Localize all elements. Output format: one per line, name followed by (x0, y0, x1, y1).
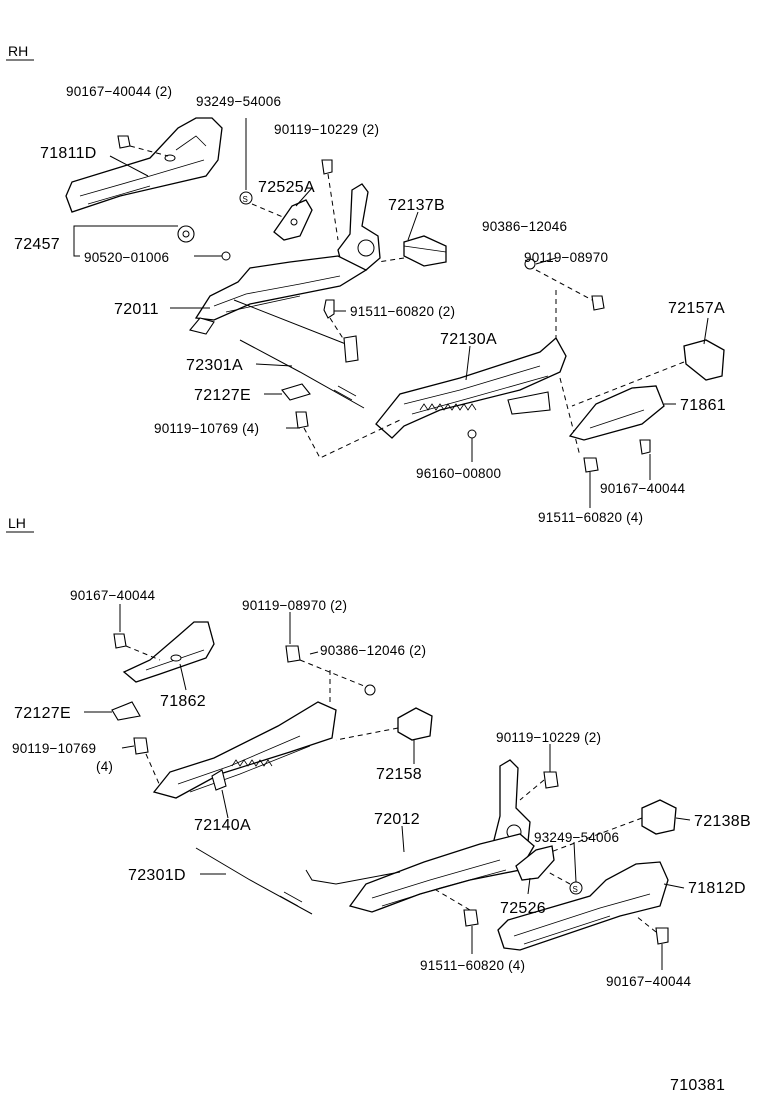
rh-bracket-72157a (683, 339, 725, 381)
rh-rod (233, 299, 357, 349)
label-90167-40044: 90167−40044 (600, 481, 685, 496)
label-91511-60820-4: 91511−60820 (4) (538, 510, 643, 525)
rh-cable-72301a (239, 339, 365, 409)
label-71811d: 71811D (40, 145, 97, 162)
rh-labels: 90167−40044 (2) 93249−54006 90119−10229 … (14, 84, 726, 525)
rh-outer-cover-71811d (65, 117, 223, 213)
label-72157a: 72157A (668, 300, 725, 317)
label-lh-72127e: 72127E (14, 705, 71, 722)
rh-washer-96160 (467, 429, 477, 439)
section-label-rh: RH (8, 43, 28, 59)
lh-lower-track-72140a (152, 701, 337, 799)
lh-nut-90386 (364, 684, 376, 696)
svg-text:S: S (243, 195, 248, 204)
label-72011: 72011 (114, 301, 159, 318)
label-96160-00800: 96160−00800 (416, 466, 501, 481)
label-lh-90119-10229-2: 90119−10229 (2) (496, 730, 601, 745)
rh-bolt-90119-10769 (295, 411, 309, 429)
lh-bracket-72138b (641, 799, 677, 835)
rh-bolt-90119-08970 (591, 295, 605, 311)
label-lh-90167-40044-a: 90167−40044 (70, 588, 155, 603)
rh-nut-90386 (524, 258, 536, 270)
lh-cover-71812d (497, 861, 669, 951)
label-90119-10229-2: 90119−10229 (2) (274, 122, 379, 137)
rh-leaders (73, 155, 709, 508)
lh-cover-71862 (122, 621, 215, 683)
rh-inner-cover-71861 (568, 385, 665, 441)
label-91511-60820-2: 91511−60820 (2) (350, 304, 455, 319)
lh-knob-72526 (515, 845, 555, 881)
label-90520-01006: 90520−01006 (84, 250, 169, 265)
label-lh-90119-08970-2: 90119−08970 (2) (242, 598, 347, 613)
svg-text:S: S (573, 885, 578, 894)
label-lh-90386-12046-2: 90386−12046 (2) (320, 643, 426, 658)
label-lh-91511-60820-4: 91511−60820 (4) (420, 958, 525, 973)
lh-clip-72127e (111, 701, 141, 721)
rh-clip-90520 (221, 251, 231, 261)
label-72127e: 72127E (194, 387, 251, 404)
label-lh-71812d: 71812D (688, 880, 746, 897)
label-72457: 72457 (14, 236, 60, 253)
label-93249-54006: 93249−54006 (196, 94, 281, 109)
rh-bolt-90167-b (639, 439, 651, 455)
label-lh-72140a: 72140A (194, 817, 251, 834)
lh-handle-bar (305, 869, 401, 885)
section-label-lh: LH (8, 515, 26, 531)
label-90119-10769-4: 90119−10769 (4) (154, 421, 259, 436)
lh-bolt-90167-b (655, 927, 669, 945)
lh-bolt-90119-10769 (133, 737, 149, 755)
figure-id: 710381 (670, 1077, 725, 1094)
rh-bracket-72137b (403, 235, 447, 267)
label-lh-qty-4: (4) (96, 759, 113, 774)
label-72137b: 72137B (388, 197, 445, 214)
label-lh-90167-40044-b: 90167−40044 (606, 974, 691, 989)
lh-bolt-90119-08970 (285, 645, 301, 663)
lh-bolt-91511-4 (463, 909, 479, 927)
rh-recliner-arm (337, 183, 381, 271)
rh-seat-track-72011 (194, 255, 368, 321)
label-90167-40044-2: 90167−40044 (2) (66, 84, 172, 99)
lh-bolt-90167-a (113, 633, 127, 649)
rh-spacer-93249 (239, 191, 253, 205)
lh-bracket-72158 (397, 707, 433, 741)
rh-illustration: S (65, 117, 725, 473)
label-lh-71862: 71862 (160, 693, 206, 710)
lh-labels: 90167−40044 90119−08970 (2) 90386−12046 … (12, 588, 751, 989)
lh-leaders (84, 604, 691, 970)
label-71861: 71861 (680, 397, 726, 414)
label-90386-12046: 90386−12046 (482, 219, 567, 234)
label-72130a: 72130A (440, 331, 497, 348)
rh-bolt-91511-4 (583, 457, 599, 473)
rh-bolt-90119-10229 (321, 159, 333, 175)
label-lh-72012: 72012 (374, 811, 420, 828)
label-90119-08970: 90119−08970 (524, 250, 608, 265)
rh-clip-72127e (281, 383, 311, 401)
label-lh-72158: 72158 (376, 766, 422, 783)
rh-bolt-91511-2 (323, 299, 335, 319)
label-lh-72526: 72526 (500, 900, 546, 917)
rh-bolt-90167-a (117, 135, 131, 149)
lh-seat-track-72012 (348, 833, 535, 913)
label-72525a: 72525A (258, 179, 315, 196)
label-lh-93249-54006: 93249−54006 (534, 830, 619, 845)
label-lh-72138b: 72138B (694, 813, 751, 830)
lh-illustration: S (111, 621, 677, 951)
lh-bolt-90119-10229 (543, 771, 559, 789)
label-72301a: 72301A (186, 357, 243, 374)
rh-lower-track-72130a (375, 336, 567, 439)
label-lh-90119-10769: 90119−10769 (12, 741, 96, 756)
label-lh-72301d: 72301D (128, 867, 186, 884)
lh-recliner-arm (493, 759, 531, 853)
